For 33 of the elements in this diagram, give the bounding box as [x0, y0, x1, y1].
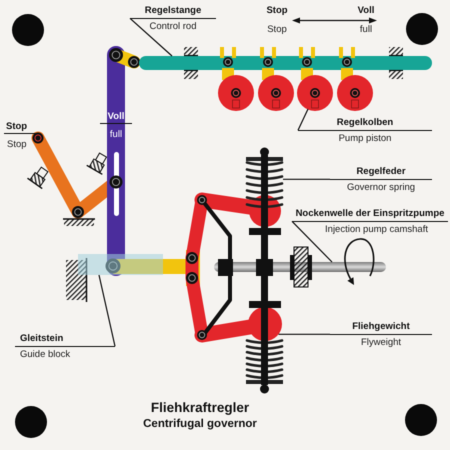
pump-piston [337, 75, 373, 111]
position-label: Voll [100, 111, 132, 124]
part-label: Regelstange [130, 5, 216, 19]
leader-line [98, 274, 116, 346]
pump-piston [297, 75, 333, 111]
pump-piston [218, 75, 254, 111]
part-label: Gleitstein [15, 333, 115, 347]
leader-line [283, 178, 330, 180]
position-label: full [108, 129, 124, 141]
diagram-subtitle: Centrifugal governor [142, 418, 258, 430]
part-label-translation: Injection pump camshaft [324, 224, 429, 236]
part-label: Regelfeder [330, 166, 432, 180]
leader-line [297, 108, 309, 131]
part-label-translation: Guide block [19, 349, 72, 361]
guide-block [78, 254, 163, 275]
position-label: Stop [4, 121, 36, 134]
part-label: Fliehgewicht [330, 321, 432, 335]
part-label-translation: Governor spring [346, 182, 416, 194]
leader-line [278, 334, 330, 335]
position-label: Stop [265, 5, 289, 17]
position-label: full [358, 24, 374, 36]
part-label-translation: Flyweight [360, 337, 402, 349]
position-label: Stop [6, 139, 28, 151]
pump-piston [258, 75, 294, 111]
part-label-translation: Pump piston [338, 133, 392, 145]
leader-line [292, 220, 332, 262]
part-label-translation: Control rod [148, 21, 198, 33]
part-label: Regelkolben [298, 117, 432, 131]
position-label: Stop [266, 24, 288, 36]
part-label: Nockenwelle der Einspritzpumpe [292, 208, 448, 222]
leader-line [130, 18, 172, 56]
position-label: Voll [356, 5, 376, 17]
diagram-title: Fliehkraftregler [150, 400, 250, 415]
